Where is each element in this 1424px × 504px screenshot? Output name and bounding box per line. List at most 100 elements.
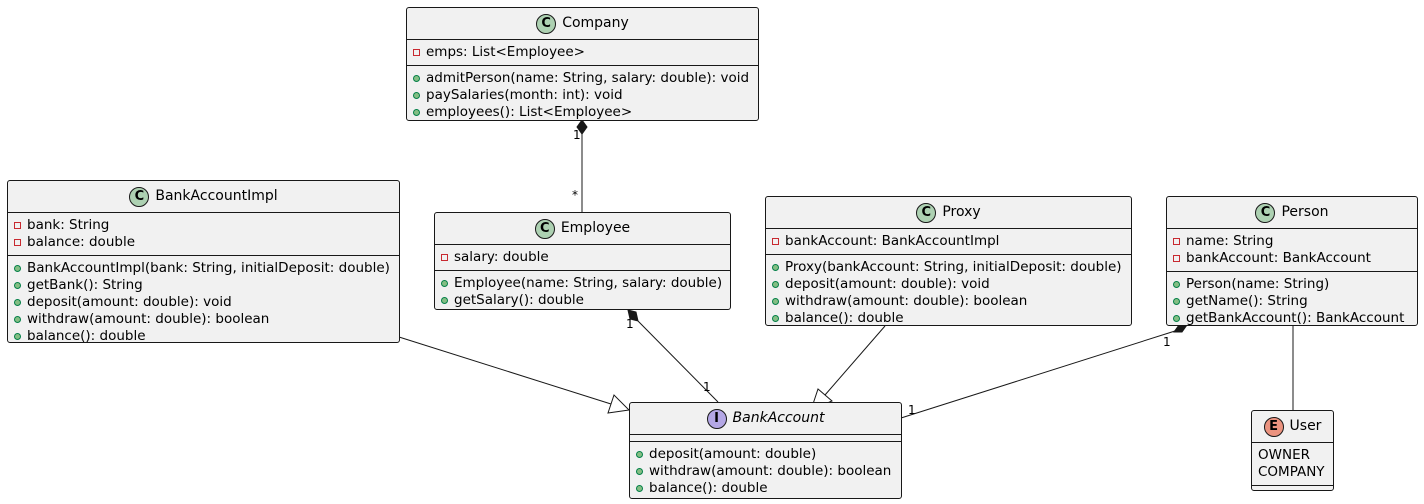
methods-section: BankAccountImpl(bank: String, initialDep… <box>8 256 399 342</box>
class-employee[interactable]: C Employee salary: double Employee(name:… <box>434 212 731 310</box>
public-marker-icon <box>14 299 21 306</box>
fields-section: name: String bankAccount: BankAccount <box>1167 229 1417 272</box>
multiplicity-label: 1 <box>626 317 634 331</box>
enum-user[interactable]: E User OWNER COMPANY <box>1251 410 1334 491</box>
public-marker-icon <box>413 92 420 99</box>
method-row: Proxy(bankAccount: String, initialDeposi… <box>772 259 1125 276</box>
class-name: BankAccountImpl <box>155 188 278 204</box>
class-company[interactable]: C Company emps: List<Employee> admitPers… <box>406 7 759 121</box>
interface-badge-icon: I <box>706 408 727 429</box>
public-marker-icon <box>1173 315 1180 322</box>
method-row: deposit(amount: double): void <box>14 294 393 311</box>
multiplicity-label: * <box>572 188 578 202</box>
method-row: balance(): double <box>772 310 1125 325</box>
private-marker-icon <box>1173 255 1180 262</box>
public-marker-icon <box>772 264 779 271</box>
method-row: balance(): double <box>636 480 895 497</box>
method-row: deposit(amount: double) <box>636 446 895 463</box>
public-marker-icon <box>772 281 779 288</box>
method-row: getBankAccount(): BankAccount <box>1173 310 1411 325</box>
methods-section: Proxy(bankAccount: String, initialDeposi… <box>766 255 1131 325</box>
composition-diamond-person <box>1173 324 1188 333</box>
methods-section: Person(name: String) getName(): String g… <box>1167 272 1417 325</box>
public-marker-icon <box>636 468 643 475</box>
edge-proxy-bankaccount <box>824 325 886 396</box>
field-row: salary: double <box>441 249 724 266</box>
method-row: withdraw(amount: double): boolean <box>14 311 393 328</box>
composition-diamond-employee <box>627 309 639 322</box>
realization-arrow-impl <box>607 394 631 414</box>
class-header: C Proxy <box>766 197 1131 229</box>
enum-header: E User <box>1252 411 1333 443</box>
class-proxy[interactable]: C Proxy bankAccount: BankAccountImpl Pro… <box>765 196 1132 326</box>
fields-section: emps: List<Employee> <box>407 40 758 66</box>
private-marker-icon <box>441 254 448 261</box>
fields-section <box>630 435 901 442</box>
class-header: C Company <box>407 8 758 40</box>
method-row: deposit(amount: double): void <box>772 276 1125 293</box>
method-row: Employee(name: String, salary: double) <box>441 275 724 292</box>
method-row: withdraw(amount: double): boolean <box>772 293 1125 310</box>
field-row: balance: double <box>14 234 393 251</box>
public-marker-icon <box>636 451 643 458</box>
multiplicity-label: 1 <box>908 403 916 417</box>
methods-section: admitPerson(name: String, salary: double… <box>407 66 758 120</box>
enum-name: User <box>1289 418 1322 434</box>
edge-impl-bankaccount <box>398 336 612 405</box>
class-name: Proxy <box>942 204 981 220</box>
fields-section: bank: String balance: double <box>8 213 399 256</box>
interface-header: I BankAccount <box>630 403 901 435</box>
class-header: C BankAccountImpl <box>8 181 399 213</box>
enum-badge-icon: E <box>1263 416 1284 437</box>
public-marker-icon <box>14 316 21 323</box>
method-row: employees(): List<Employee> <box>413 104 752 120</box>
field-row: bankAccount: BankAccountImpl <box>772 233 1125 250</box>
enum-value: COMPANY <box>1258 464 1325 480</box>
methods-section: deposit(amount: double) withdraw(amount:… <box>630 442 901 498</box>
method-row: getName(): String <box>1173 293 1411 310</box>
methods-section <box>1252 486 1333 490</box>
class-badge-icon: C <box>129 186 150 207</box>
field-row: bank: String <box>14 217 393 234</box>
fields-section: salary: double <box>435 245 730 271</box>
private-marker-icon <box>413 49 420 56</box>
multiplicity-label: 1 <box>573 128 581 142</box>
method-row: getBank(): String <box>14 277 393 294</box>
public-marker-icon <box>14 333 21 340</box>
fields-section: bankAccount: BankAccountImpl <box>766 229 1131 255</box>
field-row: emps: List<Employee> <box>413 44 752 61</box>
method-row: balance(): double <box>14 328 393 342</box>
class-bank-account-impl[interactable]: C BankAccountImpl bank: String balance: … <box>7 180 400 343</box>
edge-person-bankaccount <box>900 330 1176 419</box>
public-marker-icon <box>14 265 21 272</box>
class-name: Person <box>1281 204 1329 220</box>
public-marker-icon <box>636 485 643 492</box>
field-row: bankAccount: BankAccount <box>1173 250 1411 267</box>
class-header: C Person <box>1167 197 1417 229</box>
public-marker-icon <box>441 280 448 287</box>
private-marker-icon <box>14 239 21 246</box>
method-row: admitPerson(name: String, salary: double… <box>413 70 752 87</box>
public-marker-icon <box>772 315 779 322</box>
class-name: Employee <box>560 220 631 236</box>
composition-diamond-company <box>576 119 588 135</box>
methods-section: Employee(name: String, salary: double) g… <box>435 271 730 309</box>
interface-name: BankAccount <box>732 410 825 426</box>
class-person[interactable]: C Person name: String bankAccount: BankA… <box>1166 196 1418 326</box>
method-row: getSalary(): double <box>441 292 724 309</box>
public-marker-icon <box>772 298 779 305</box>
enum-value: OWNER <box>1258 447 1310 463</box>
public-marker-icon <box>413 75 420 82</box>
class-name: Company <box>562 15 629 31</box>
multiplicity-label: 1 <box>1163 335 1171 349</box>
method-row: BankAccountImpl(bank: String, initialDep… <box>14 260 393 277</box>
public-marker-icon <box>14 282 21 289</box>
edge-employee-bankaccount <box>637 320 719 403</box>
class-badge-icon: C <box>534 218 555 239</box>
interface-bank-account[interactable]: I BankAccount deposit(amount: double) wi… <box>629 402 902 499</box>
class-badge-icon: C <box>536 13 557 34</box>
public-marker-icon <box>441 297 448 304</box>
method-row: Person(name: String) <box>1173 276 1411 293</box>
public-marker-icon <box>1173 298 1180 305</box>
private-marker-icon <box>772 238 779 245</box>
